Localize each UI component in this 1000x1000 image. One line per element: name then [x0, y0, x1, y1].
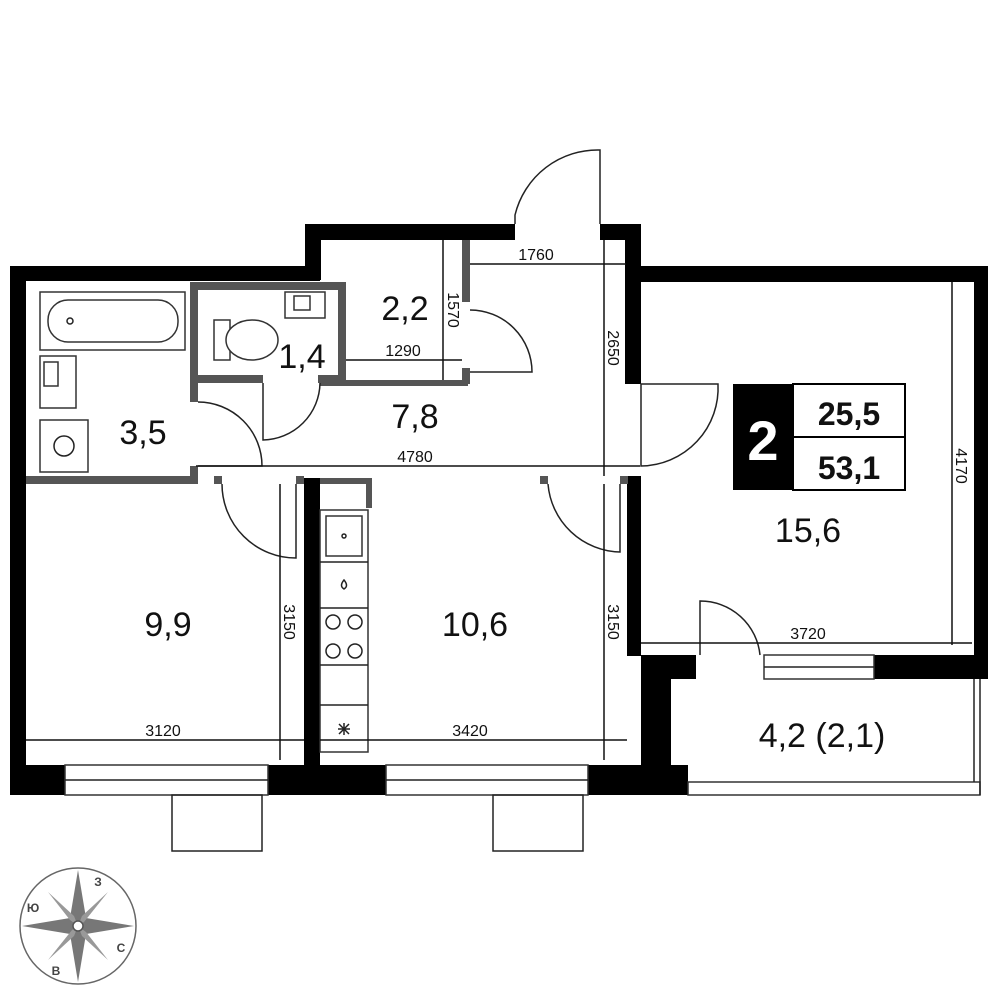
area-hall-small: 2,2 [381, 290, 428, 328]
drop-icon [340, 578, 348, 590]
dim-2650: 2650 [604, 330, 621, 366]
door-living [640, 383, 719, 467]
bay-bedroom [171, 794, 263, 852]
dim-3150-bedroom: 3150 [280, 604, 297, 640]
bay-kitchen [492, 794, 584, 852]
dim-3420: 3420 [452, 723, 488, 740]
door-bathroom [197, 401, 263, 467]
fridge-icon [338, 723, 350, 735]
area-living: 15,6 [775, 512, 841, 550]
area-hall: 7,8 [391, 398, 438, 436]
dim-4780: 4780 [397, 449, 433, 466]
compass-west: З [94, 875, 102, 889]
doors [197, 149, 761, 656]
washing-machine-icon [39, 419, 89, 473]
door-wc [262, 382, 321, 441]
dimension-lines [26, 240, 972, 760]
exterior-walls [10, 224, 988, 795]
area-bedroom: 9,9 [144, 606, 191, 644]
door-bedroom [221, 483, 297, 559]
door-balcony [699, 600, 761, 656]
kitchen-sink-icon [325, 515, 363, 557]
compass-south: Ю [27, 901, 39, 915]
badge-living-area: 25,5 [818, 396, 880, 432]
dim-4170: 4170 [952, 448, 969, 484]
dim-1290: 1290 [385, 343, 421, 360]
interior-walls [26, 240, 628, 508]
stove-icon [325, 614, 363, 659]
badge-count-box [733, 384, 793, 490]
compass-rose-icon: З Ю С В [19, 867, 137, 985]
compass-east: В [52, 964, 61, 978]
dim-1570: 1570 [444, 292, 461, 328]
dimension-labels: 1760 1570 1290 2650 4780 4170 3150 3150 … [145, 247, 969, 740]
entrance-door [514, 149, 601, 224]
windows [64, 654, 981, 852]
compass-north: С [117, 941, 126, 955]
dim-3720: 3720 [790, 626, 826, 643]
dim-1760: 1760 [518, 247, 554, 264]
area-balcony: 4,2 (2,1) [759, 717, 886, 755]
badge-rooms-count: 2 [747, 409, 778, 472]
door-kitchen [547, 483, 621, 553]
door-hall-small [469, 309, 533, 373]
window-balcony [687, 781, 981, 796]
fixtures [39, 291, 369, 753]
dim-3150-kitchen: 3150 [604, 604, 621, 640]
room-labels: 1,4 2,2 7,8 3,5 9,9 10,6 15,6 4,2 (2,1) [119, 290, 885, 755]
dim-3120: 3120 [145, 723, 181, 740]
area-badge: 2 25,5 53,1 [733, 383, 906, 491]
badge-total-area: 53,1 [818, 450, 880, 486]
area-wc: 1,4 [278, 338, 325, 376]
area-kitchen: 10,6 [442, 606, 508, 644]
area-bathroom: 3,5 [119, 414, 166, 452]
